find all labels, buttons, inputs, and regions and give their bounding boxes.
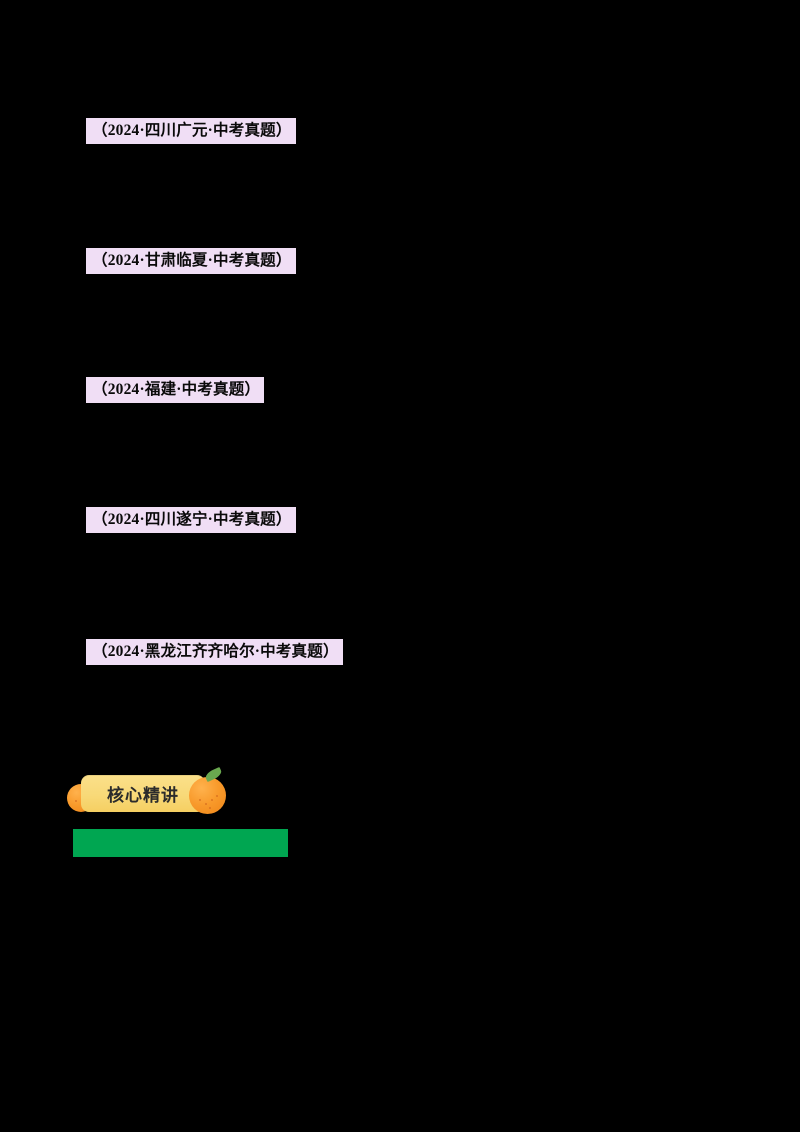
- redacted-question-text: [342, 639, 383, 665]
- core-concept-badge: 核心精讲: [63, 766, 226, 822]
- redacted-question-text: [264, 377, 305, 403]
- citation-highlight-text: （2024·四川广元·中考真题）: [86, 118, 296, 144]
- citation-row: （2024·四川广元·中考真题）: [86, 118, 348, 144]
- orange-fruit-icon: [189, 777, 226, 814]
- citation-row: （2024·甘肃临夏·中考真题）: [86, 248, 344, 274]
- redacted-question-text: [295, 118, 348, 144]
- redacted-question-text: [295, 507, 342, 533]
- citation-row: （2024·黑龙江齐齐哈尔·中考真题）: [86, 639, 383, 665]
- redaction-mask: [73, 851, 288, 857]
- citation-highlight-text: （2024·黑龙江齐齐哈尔·中考真题）: [86, 639, 343, 665]
- citation-highlight-text: （2024·甘肃临夏·中考真题）: [86, 248, 296, 274]
- redacted-question-text: [295, 248, 344, 274]
- redaction-mask: [73, 829, 288, 834]
- citation-row: （2024·福建·中考真题）: [86, 377, 305, 403]
- citation-highlight-text: （2024·福建·中考真题）: [86, 377, 265, 403]
- citation-highlight-text: （2024·四川遂宁·中考真题）: [86, 507, 296, 533]
- citation-row: （2024·四川遂宁·中考真题）: [86, 507, 342, 533]
- redacted-section-heading: [73, 829, 288, 857]
- badge-label: 核心精讲: [107, 786, 179, 805]
- badge-banner: [81, 775, 205, 812]
